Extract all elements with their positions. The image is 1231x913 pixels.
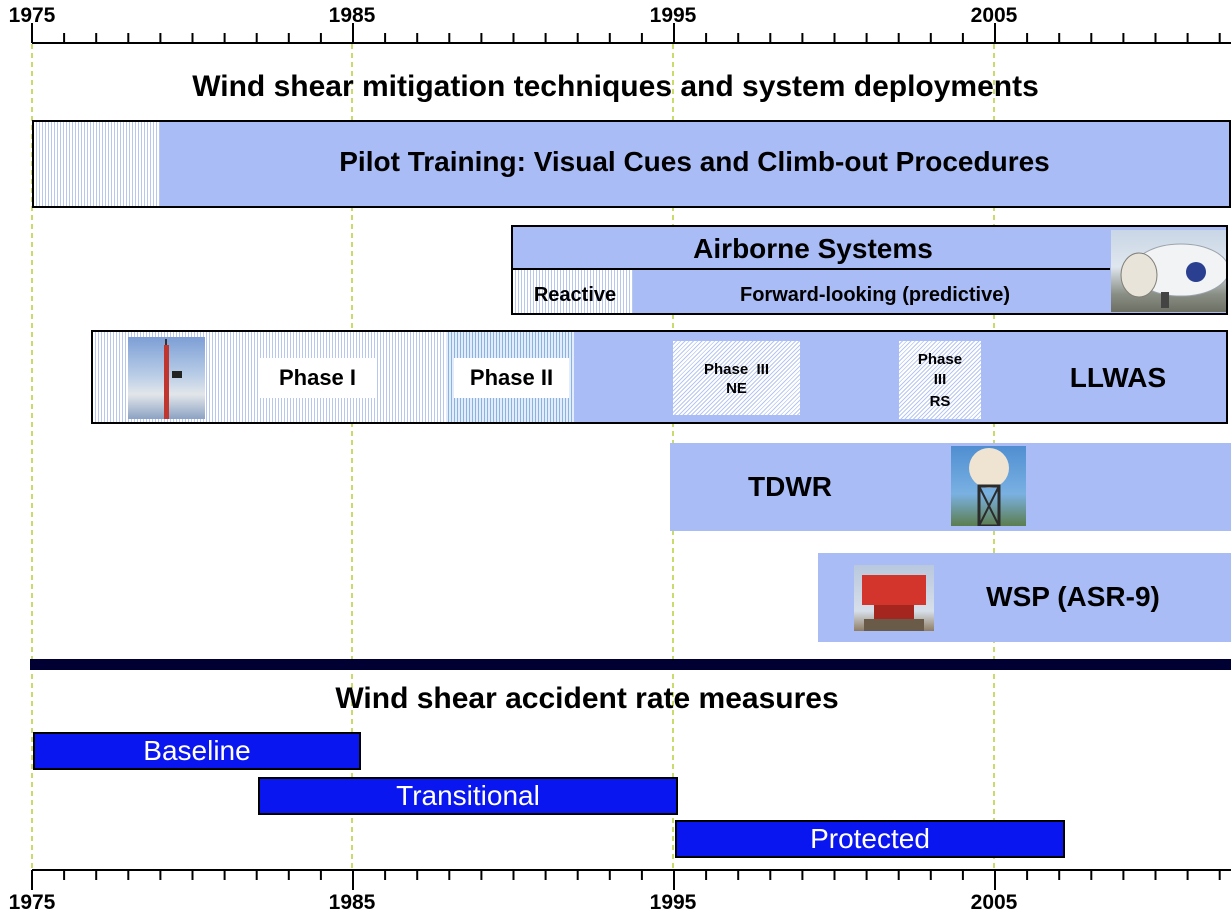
- forward-looking-label: Forward-looking (predictive): [739, 284, 1011, 306]
- phase2-label: Phase II: [454, 358, 569, 398]
- aircraft-icon: [1120, 243, 1226, 308]
- anemometer-tower-icon: [164, 339, 182, 419]
- top-axis-ticks: [31, 23, 1221, 43]
- phase3-ne-line1: Phase III: [703, 361, 770, 378]
- tdwr-label: TDWR: [748, 471, 832, 502]
- tdwr-radar-photo: [951, 446, 1026, 526]
- reactive-label: Reactive: [533, 284, 617, 306]
- pilot-training-early-segment: [34, 122, 160, 206]
- phase3-rs-line3: RS: [929, 393, 951, 410]
- bottom-axis-ticks: [31, 870, 1221, 890]
- phase3-ne-box: Phase III NE: [673, 341, 800, 415]
- radar-dome-icon: [969, 448, 1009, 526]
- deployments-title: Wind shear mitigation techniques and sys…: [192, 70, 1039, 103]
- bottom-timeline-axis: 1975 1985 1995 2005: [9, 869, 1231, 913]
- bottom-tick-label-1985: 1985: [329, 891, 376, 913]
- phase3-ne-line2: NE: [726, 380, 747, 397]
- airborne-systems-title: Airborne Systems: [693, 233, 933, 264]
- phase3-rs-box: Phase III RS: [899, 341, 981, 419]
- bottom-tick-label-2005: 2005: [971, 891, 1018, 913]
- phase1-label: Phase I: [260, 358, 375, 398]
- bottom-tick-label-1995: 1995: [650, 891, 697, 913]
- pilot-training-bar: Pilot Training: Visual Cues and Climb-ou…: [32, 120, 1231, 208]
- llwas-bar: Phase I Phase II Phase III NE Phase III …: [91, 330, 1228, 424]
- tdwr-bar: TDWR: [670, 443, 1231, 531]
- wsp-radar-photo: [854, 565, 934, 631]
- transitional-bar: Transitional: [258, 777, 678, 815]
- protected-bar: Protected: [675, 820, 1065, 858]
- airborne-systems-bar: Airborne Systems Reactive Forward-lookin…: [511, 225, 1228, 315]
- llwas-tower-photo: [128, 337, 205, 419]
- reactive-segment: [513, 270, 633, 313]
- llwas-label: LLWAS: [1069, 362, 1167, 393]
- bottom-tick-label-1975: 1975: [9, 891, 56, 913]
- wsp-bar: WSP (ASR-9): [818, 553, 1231, 642]
- aircraft-nose-photo: [1111, 230, 1226, 312]
- top-timeline-axis: 1975 1985 1995 2005: [9, 4, 1231, 44]
- pilot-training-label: Pilot Training: Visual Cues and Climb-ou…: [339, 146, 1050, 177]
- tick-label-2005: 2005: [971, 4, 1018, 27]
- tick-label-1985: 1985: [329, 4, 376, 27]
- phase3-rs-line2: III: [933, 371, 947, 388]
- tick-label-1975: 1975: [9, 4, 56, 27]
- baseline-bar: Baseline: [33, 732, 361, 770]
- accident-rate-title: Wind shear accident rate measures: [335, 682, 839, 715]
- airborne-divider: [513, 268, 1110, 270]
- phase3-rs-line1: Phase: [917, 351, 963, 368]
- section-separator: [30, 659, 1231, 670]
- wsp-label: WSP (ASR-9): [986, 581, 1160, 612]
- tick-label-1995: 1995: [650, 4, 697, 27]
- asr-antenna-icon: [862, 575, 926, 631]
